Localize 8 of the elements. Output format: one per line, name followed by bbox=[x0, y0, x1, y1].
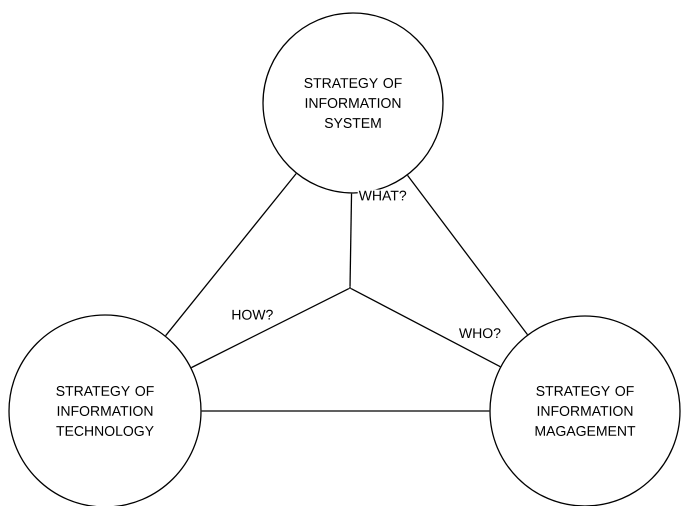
connector-line bbox=[165, 173, 297, 336]
connector-line bbox=[350, 288, 501, 368]
connector-line bbox=[349, 194, 352, 287]
edge-label: WHAT? bbox=[358, 190, 408, 202]
connector-line bbox=[202, 410, 490, 412]
edge-label: HOW? bbox=[230, 308, 274, 321]
connector-line bbox=[191, 288, 350, 368]
connector-line bbox=[407, 175, 528, 335]
